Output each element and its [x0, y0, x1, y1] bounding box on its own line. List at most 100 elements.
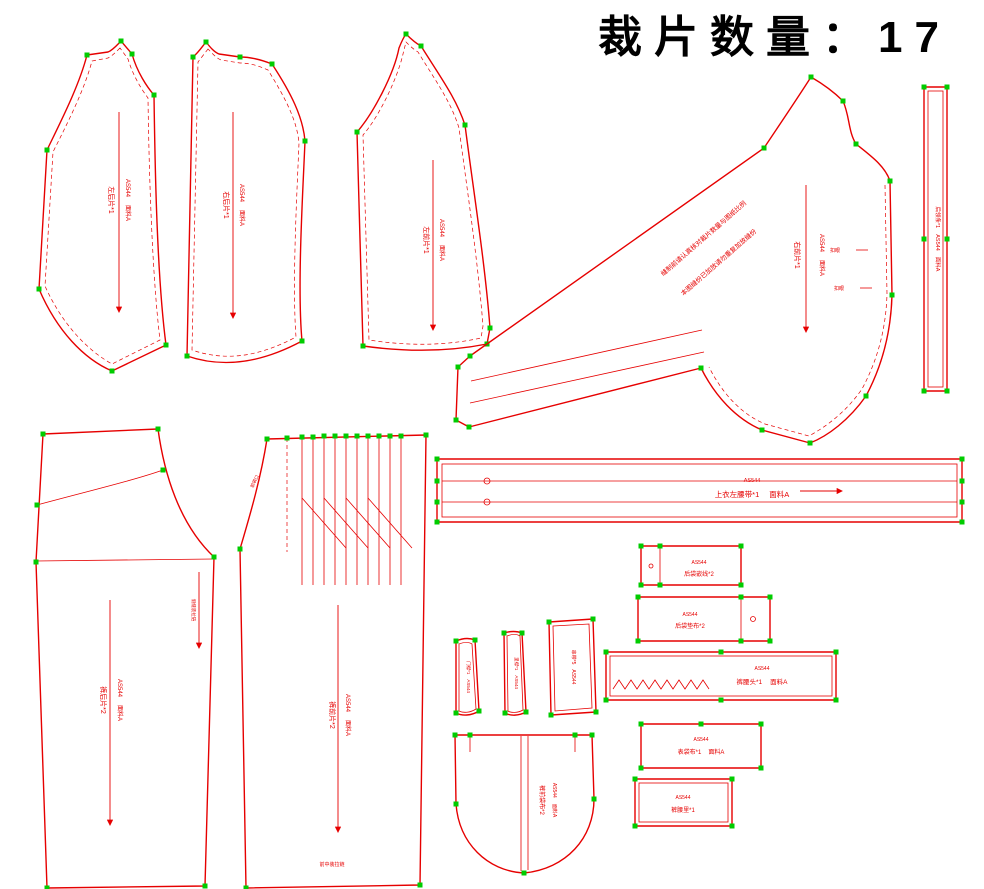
- vertex-marker[interactable]: [502, 710, 508, 716]
- vertex-marker[interactable]: [546, 619, 552, 625]
- vertex-marker[interactable]: [34, 502, 40, 508]
- pattern-piece-fly-right[interactable]: 里襟*1AS544: [501, 630, 529, 716]
- vertex-marker[interactable]: [418, 43, 424, 49]
- vertex-marker[interactable]: [767, 638, 773, 644]
- vertex-marker[interactable]: [155, 426, 161, 432]
- vertex-marker[interactable]: [33, 559, 39, 565]
- vertex-marker[interactable]: [455, 364, 461, 370]
- vertex-marker[interactable]: [638, 543, 644, 549]
- pattern-piece-pants-back[interactable]: 侧缝装拉链 裤后片*2 AS544面料A: [33, 426, 217, 889]
- vertex-marker[interactable]: [638, 721, 644, 727]
- vertex-marker[interactable]: [332, 433, 338, 439]
- vertex-marker[interactable]: [738, 638, 744, 644]
- vertex-marker[interactable]: [434, 499, 440, 505]
- vertex-marker[interactable]: [523, 709, 529, 715]
- vertex-marker[interactable]: [202, 883, 208, 889]
- vertex-marker[interactable]: [738, 582, 744, 588]
- vertex-marker[interactable]: [269, 61, 275, 67]
- vertex-marker[interactable]: [833, 649, 839, 655]
- pattern-piece-pants-front[interactable]: 前袋口 裤前片*2 AS544面料A 前中装拉链: [237, 432, 429, 889]
- vertex-marker[interactable]: [591, 796, 597, 802]
- vertex-marker[interactable]: [163, 342, 169, 348]
- vertex-marker[interactable]: [466, 424, 472, 430]
- pattern-piece-back-left[interactable]: 左后片*1 AS544面料A: [36, 38, 169, 374]
- vertex-marker[interactable]: [761, 145, 767, 151]
- vertex-marker[interactable]: [959, 478, 965, 484]
- vertex-marker[interactable]: [453, 801, 459, 807]
- vertex-marker[interactable]: [657, 582, 663, 588]
- vertex-marker[interactable]: [921, 84, 927, 90]
- vertex-marker[interactable]: [959, 519, 965, 525]
- vertex-marker[interactable]: [959, 456, 965, 462]
- vertex-marker[interactable]: [698, 721, 704, 727]
- vertex-marker[interactable]: [657, 543, 663, 549]
- vertex-marker[interactable]: [519, 630, 525, 636]
- vertex-marker[interactable]: [944, 388, 950, 394]
- vertex-marker[interactable]: [959, 499, 965, 505]
- pattern-piece-belt-loop[interactable]: 串带*5AS544: [546, 616, 599, 718]
- vertex-marker[interactable]: [310, 434, 316, 440]
- vertex-marker[interactable]: [184, 353, 190, 359]
- vertex-marker[interactable]: [759, 427, 765, 433]
- vertex-marker[interactable]: [434, 519, 440, 525]
- vertex-marker[interactable]: [453, 417, 459, 423]
- vertex-marker[interactable]: [638, 582, 644, 588]
- vertex-marker[interactable]: [758, 721, 764, 727]
- vertex-marker[interactable]: [243, 885, 249, 889]
- vertex-marker[interactable]: [467, 353, 473, 359]
- vertex-marker[interactable]: [635, 594, 641, 600]
- vertex-marker[interactable]: [453, 710, 459, 716]
- vertex-marker[interactable]: [729, 823, 735, 829]
- vertex-marker[interactable]: [237, 54, 243, 60]
- vertex-marker[interactable]: [572, 732, 578, 738]
- vertex-marker[interactable]: [548, 712, 554, 718]
- vertex-marker[interactable]: [203, 39, 209, 45]
- vertex-marker[interactable]: [767, 594, 773, 600]
- vertex-marker[interactable]: [921, 388, 927, 394]
- vertex-marker[interactable]: [589, 732, 595, 738]
- vertex-marker[interactable]: [151, 92, 157, 98]
- vertex-marker[interactable]: [718, 649, 724, 655]
- vertex-marker[interactable]: [887, 178, 893, 184]
- vertex-marker[interactable]: [863, 393, 869, 399]
- vertex-marker[interactable]: [44, 147, 50, 153]
- pattern-piece-collar-strip[interactable]: 后领条*1AS544面料A: [921, 84, 950, 394]
- vertex-marker[interactable]: [603, 649, 609, 655]
- vertex-marker[interactable]: [635, 638, 641, 644]
- vertex-marker[interactable]: [118, 38, 124, 44]
- pattern-piece-back-right[interactable]: 右后片*1 AS544面料A: [184, 39, 308, 364]
- vertex-marker[interactable]: [738, 543, 744, 549]
- pattern-piece-fly-left[interactable]: 门襟*1AS544: [453, 637, 482, 716]
- vertex-marker[interactable]: [299, 338, 305, 344]
- vertex-marker[interactable]: [921, 236, 927, 242]
- vertex-marker[interactable]: [40, 431, 46, 437]
- vertex-marker[interactable]: [452, 732, 458, 738]
- vertex-marker[interactable]: [453, 638, 459, 644]
- vertex-marker[interactable]: [590, 616, 596, 622]
- vertex-marker[interactable]: [758, 765, 764, 771]
- vertex-marker[interactable]: [853, 141, 859, 147]
- vertex-marker[interactable]: [434, 478, 440, 484]
- vertex-marker[interactable]: [462, 122, 468, 128]
- vertex-marker[interactable]: [84, 52, 90, 58]
- vertex-marker[interactable]: [354, 129, 360, 135]
- vertex-marker[interactable]: [638, 765, 644, 771]
- vertex-marker[interactable]: [423, 432, 429, 438]
- vertex-marker[interactable]: [501, 630, 507, 636]
- vertex-marker[interactable]: [521, 870, 527, 876]
- vertex-marker[interactable]: [434, 456, 440, 462]
- vertex-marker[interactable]: [698, 365, 704, 371]
- vertex-marker[interactable]: [36, 286, 42, 292]
- pattern-piece-pocket-bag[interactable]: 裤前袋布*2 AS544面料A: [452, 732, 597, 876]
- vertex-marker[interactable]: [632, 823, 638, 829]
- vertex-marker[interactable]: [284, 435, 290, 441]
- vertex-marker[interactable]: [944, 84, 950, 90]
- vertex-marker[interactable]: [729, 776, 735, 782]
- vertex-marker[interactable]: [387, 433, 393, 439]
- vertex-marker[interactable]: [302, 138, 308, 144]
- vertex-marker[interactable]: [593, 709, 599, 715]
- vertex-marker[interactable]: [365, 433, 371, 439]
- pattern-piece-pocket-facing[interactable]: AS544 后袋垫布*2: [635, 594, 773, 644]
